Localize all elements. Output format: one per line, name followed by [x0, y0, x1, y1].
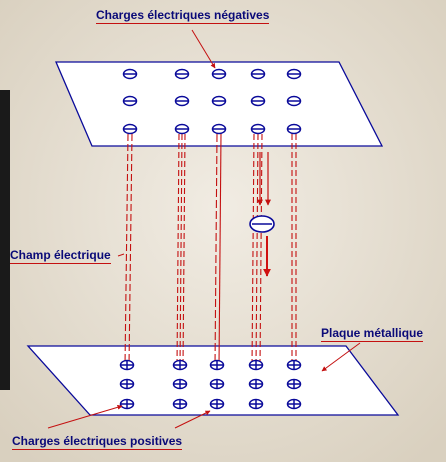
field-line-4-2 — [255, 133, 259, 367]
pointer-top-label — [191, 29, 216, 69]
field-line-1-2 — [128, 133, 133, 367]
field-line-1-1 — [124, 133, 129, 367]
moving-charge — [249, 152, 275, 277]
pointer-bottom-label-1 — [47, 404, 123, 429]
field-label-text: Champ électrique — [10, 248, 111, 264]
top-label-text: Charges électriques négatives — [96, 8, 270, 24]
field-line-2-2 — [179, 133, 183, 367]
plate-label: Plaque métallique — [321, 326, 424, 342]
field-label: Champ électrique — [10, 248, 111, 264]
field-line-3-1 — [214, 133, 218, 367]
field-line-2-1 — [176, 133, 180, 367]
pointer-bottom-label-2 — [174, 410, 211, 429]
left-dark-strip — [0, 90, 10, 390]
charges — [119, 68, 302, 410]
pointer-field-label — [117, 253, 125, 257]
field-line-4-1 — [251, 133, 255, 367]
plate-label-text: Plaque métallique — [321, 326, 424, 342]
field-line-3-2 — [218, 133, 222, 367]
bottom-label: Charges électriques positives — [12, 434, 183, 450]
field-lines — [124, 133, 297, 367]
field-line-2-3 — [182, 133, 186, 367]
bottom-label-text: Charges électriques positives — [12, 434, 183, 450]
top-label: Charges électriques négatives — [96, 8, 270, 24]
field-line-4-3 — [259, 133, 263, 367]
pointer-plate-label — [321, 342, 361, 372]
